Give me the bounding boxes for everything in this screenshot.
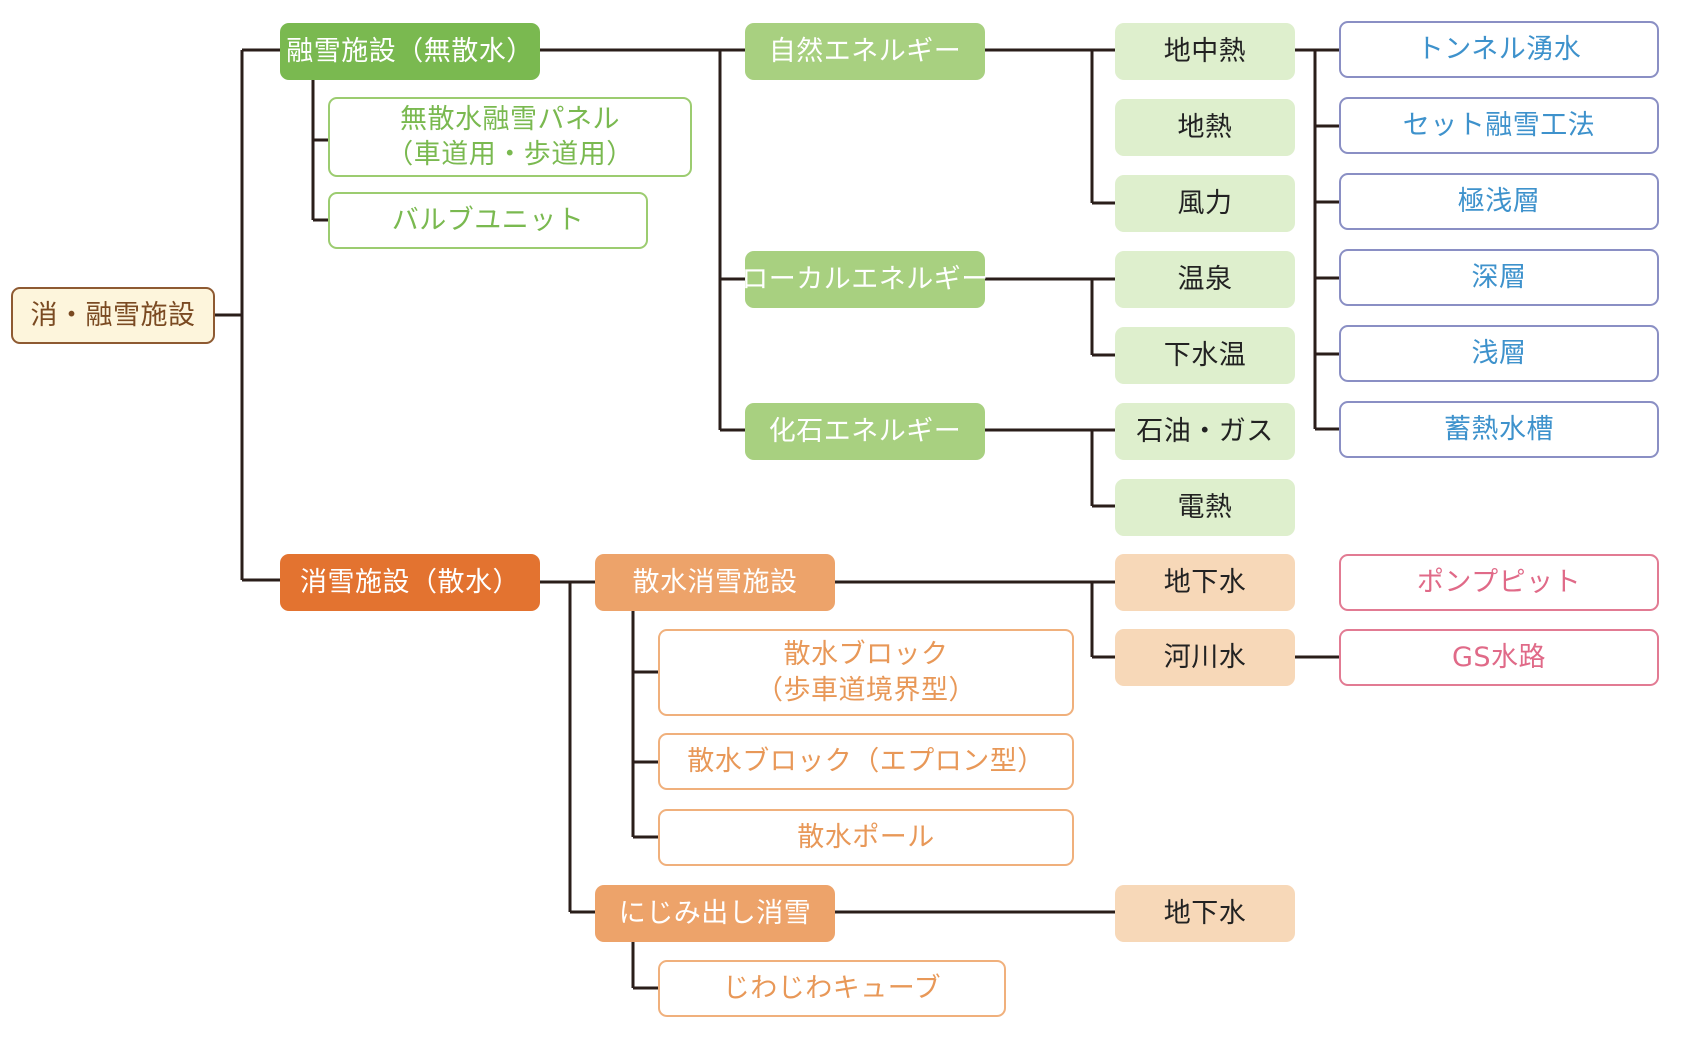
source-label: 地中熱	[1163, 35, 1247, 67]
source-groundwater-node: 地下水	[1115, 554, 1295, 611]
product-label: 散水ポール	[797, 821, 935, 853]
source-oilgas-node: 石油・ガス	[1115, 403, 1295, 460]
method-label: 深層	[1471, 261, 1527, 293]
source-label: 下水温	[1163, 339, 1247, 371]
method-label: セット融雪工法	[1402, 109, 1596, 141]
source-label: 電熱	[1177, 491, 1233, 523]
source-sewage-node: 下水温	[1115, 327, 1295, 384]
energy-local-node: ローカルエネルギー	[741, 251, 988, 308]
energy-local-label: ローカルエネルギー	[741, 263, 989, 295]
source-wind-node: 風力	[1115, 175, 1295, 232]
product-sprinkle-pole-node: 散水ポール	[658, 809, 1074, 866]
product-jiwajiwa-cube-node: じわじわキューブ	[658, 960, 1006, 1017]
product-sprinkle-block-curb-node: 散水ブロック （歩車道境界型）	[658, 629, 1074, 716]
product-valve-label: バルブユニット	[391, 204, 585, 236]
product-label: 散水ブロック （歩車道境界型）	[756, 639, 976, 706]
source-label: 地下水	[1163, 566, 1247, 598]
sprinkle-facility-node: 散水消雪施設	[595, 554, 835, 611]
product-sprinkle-block-apron-node: 散水ブロック（エプロン型）	[658, 733, 1074, 790]
product-panel-node: 無散水融雪パネル （車道用・歩道用）	[328, 97, 692, 177]
energy-fossil-label: 化石エネルギー	[768, 415, 962, 447]
root-label: 消・融雪施設	[30, 299, 196, 331]
method-pump-pit-node: ポンプピット	[1339, 554, 1659, 611]
method-gs-channel-node: GS水路	[1339, 629, 1659, 686]
method-label: ポンプピット	[1416, 566, 1582, 598]
source-label: 温泉	[1177, 263, 1233, 295]
method-label: 極浅層	[1457, 185, 1541, 217]
energy-natural-node: 自然エネルギー	[745, 23, 985, 80]
method-label: トンネル湧水	[1416, 33, 1582, 65]
method-set-node: セット融雪工法	[1339, 97, 1659, 154]
product-label: じわじわキューブ	[722, 972, 942, 1004]
melting-facility-label: 融雪施設（無散水）	[286, 35, 534, 67]
ooze-facility-label: にじみ出し消雪	[618, 897, 812, 929]
method-label: 蓄熱水槽	[1444, 413, 1554, 445]
method-label: 浅層	[1471, 337, 1527, 369]
method-shallow-node: 浅層	[1339, 325, 1659, 382]
method-storage-tank-node: 蓄熱水槽	[1339, 401, 1659, 458]
source-label: 風力	[1177, 187, 1233, 219]
source-label: 石油・ガス	[1136, 415, 1274, 447]
root-node: 消・融雪施設	[11, 287, 215, 344]
ooze-facility-node: にじみ出し消雪	[595, 885, 835, 942]
product-valve-node: バルブユニット	[328, 192, 648, 249]
source-riverwater-node: 河川水	[1115, 629, 1295, 686]
method-tunnel-node: トンネル湧水	[1339, 21, 1659, 78]
removal-facility-label: 消雪施設（散水）	[300, 566, 520, 598]
source-electric-node: 電熱	[1115, 479, 1295, 536]
source-geothermal-ground-node: 地中熱	[1115, 23, 1295, 80]
method-ultrashallow-node: 極浅層	[1339, 173, 1659, 230]
melting-facility-node: 融雪施設（無散水）	[280, 23, 540, 80]
energy-natural-label: 自然エネルギー	[768, 35, 962, 67]
source-label: 地下水	[1163, 897, 1247, 929]
product-label: 散水ブロック（エプロン型）	[687, 745, 1045, 777]
removal-facility-node: 消雪施設（散水）	[280, 554, 540, 611]
source-groundwater-ooze-node: 地下水	[1115, 885, 1295, 942]
source-hotspring-node: 温泉	[1115, 251, 1295, 308]
source-geothermal-node: 地熱	[1115, 99, 1295, 156]
sprinkle-facility-label: 散水消雪施設	[632, 566, 798, 598]
source-label: 河川水	[1163, 641, 1247, 673]
source-label: 地熱	[1177, 111, 1233, 143]
energy-fossil-node: 化石エネルギー	[745, 403, 985, 460]
method-label: GS水路	[1451, 641, 1547, 673]
method-deep-node: 深層	[1339, 249, 1659, 306]
product-panel-label: 無散水融雪パネル （車道用・歩道用）	[386, 103, 634, 170]
